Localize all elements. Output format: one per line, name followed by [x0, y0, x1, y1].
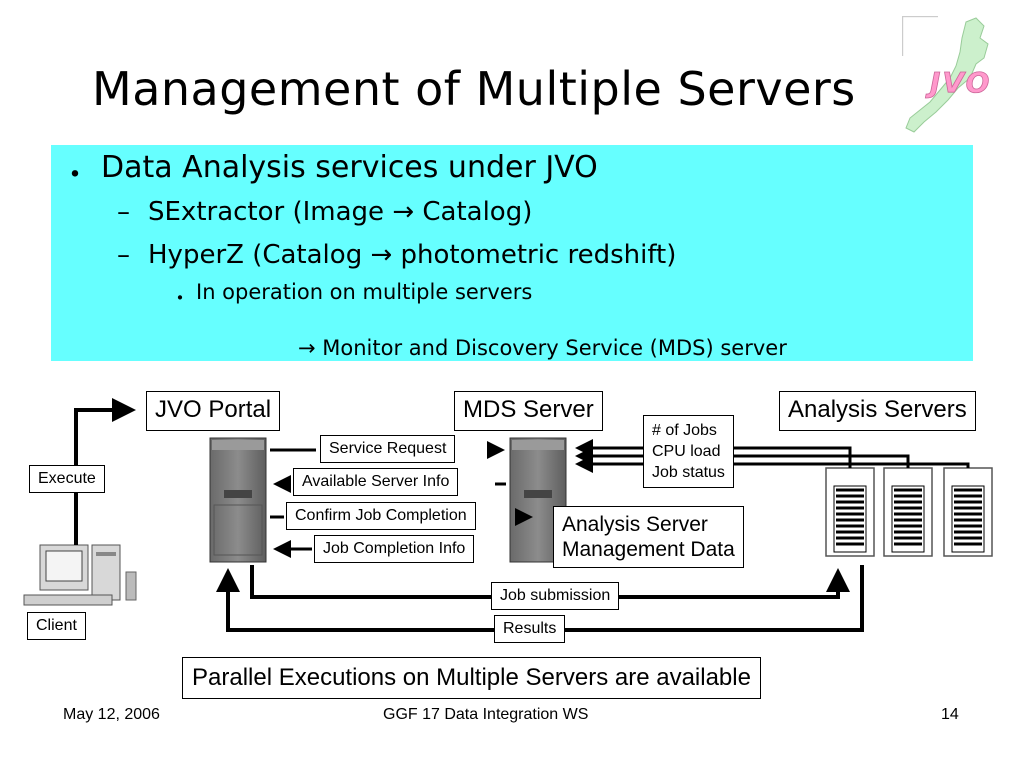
- mgmt-line-1: Analysis Server: [562, 513, 708, 536]
- slide-title: Management of Multiple Servers: [92, 62, 856, 116]
- bullet-panel: [51, 145, 973, 361]
- bullet-marker: –: [117, 240, 130, 270]
- jvo-portal-label: JVO Portal: [146, 391, 281, 431]
- job-completion-info-label: Job Completion Info: [314, 535, 475, 563]
- analysis-server-icon: [943, 467, 993, 557]
- footer-date: May 12, 2006: [63, 706, 160, 723]
- service-request-label: Service Request: [320, 435, 456, 463]
- mgmt-line-2: Management Data: [562, 538, 735, 561]
- client-label: Client: [27, 612, 86, 640]
- mds-server-label: MDS Server: [454, 391, 603, 431]
- job-submission-label: Job submission: [491, 582, 620, 610]
- analysis-servers-label: Analysis Servers: [779, 391, 976, 431]
- footer-event: GGF 17 Data Integration WS: [383, 706, 589, 723]
- server-metrics-box: # of Jobs CPU load Job status: [643, 415, 734, 488]
- metric-cpu-load: CPU load: [652, 443, 721, 460]
- page-number: 14: [941, 706, 959, 723]
- metric-job-status: Job status: [652, 464, 725, 481]
- parallel-execution-note: Parallel Executions on Multiple Servers …: [182, 657, 761, 699]
- analysis-server-icon: [825, 467, 875, 557]
- client-computer-icon: [23, 544, 137, 606]
- results-label: Results: [494, 615, 566, 643]
- analysis-server-management-box: Analysis Server Management Data: [553, 506, 744, 568]
- bullet-marker: ・: [170, 286, 190, 310]
- analysis-server-icon: [883, 467, 933, 557]
- metric-jobs: # of Jobs: [652, 422, 717, 439]
- jvo-logo: JVO: [902, 16, 991, 133]
- bullet-multiple-servers: In operation on multiple servers: [196, 280, 533, 304]
- bullet-mds-server: → Monitor and Discovery Service (MDS) se…: [298, 336, 787, 360]
- bullet-hyperz: HyperZ (Catalog → photometric redshift): [148, 240, 677, 270]
- execute-label: Execute: [29, 465, 105, 493]
- available-server-info-label: Available Server Info: [293, 468, 459, 496]
- svg-text:JVO: JVO: [925, 66, 991, 99]
- bullet-marker: –: [117, 197, 130, 227]
- bullet-data-analysis: Data Analysis services under JVO: [101, 150, 598, 185]
- bullet-sextractor: SExtractor (Image → Catalog): [148, 197, 533, 227]
- bullet-marker: ・: [60, 158, 90, 193]
- jvo-portal-server-icon: [209, 437, 267, 563]
- confirm-job-completion-label: Confirm Job Completion: [286, 502, 476, 530]
